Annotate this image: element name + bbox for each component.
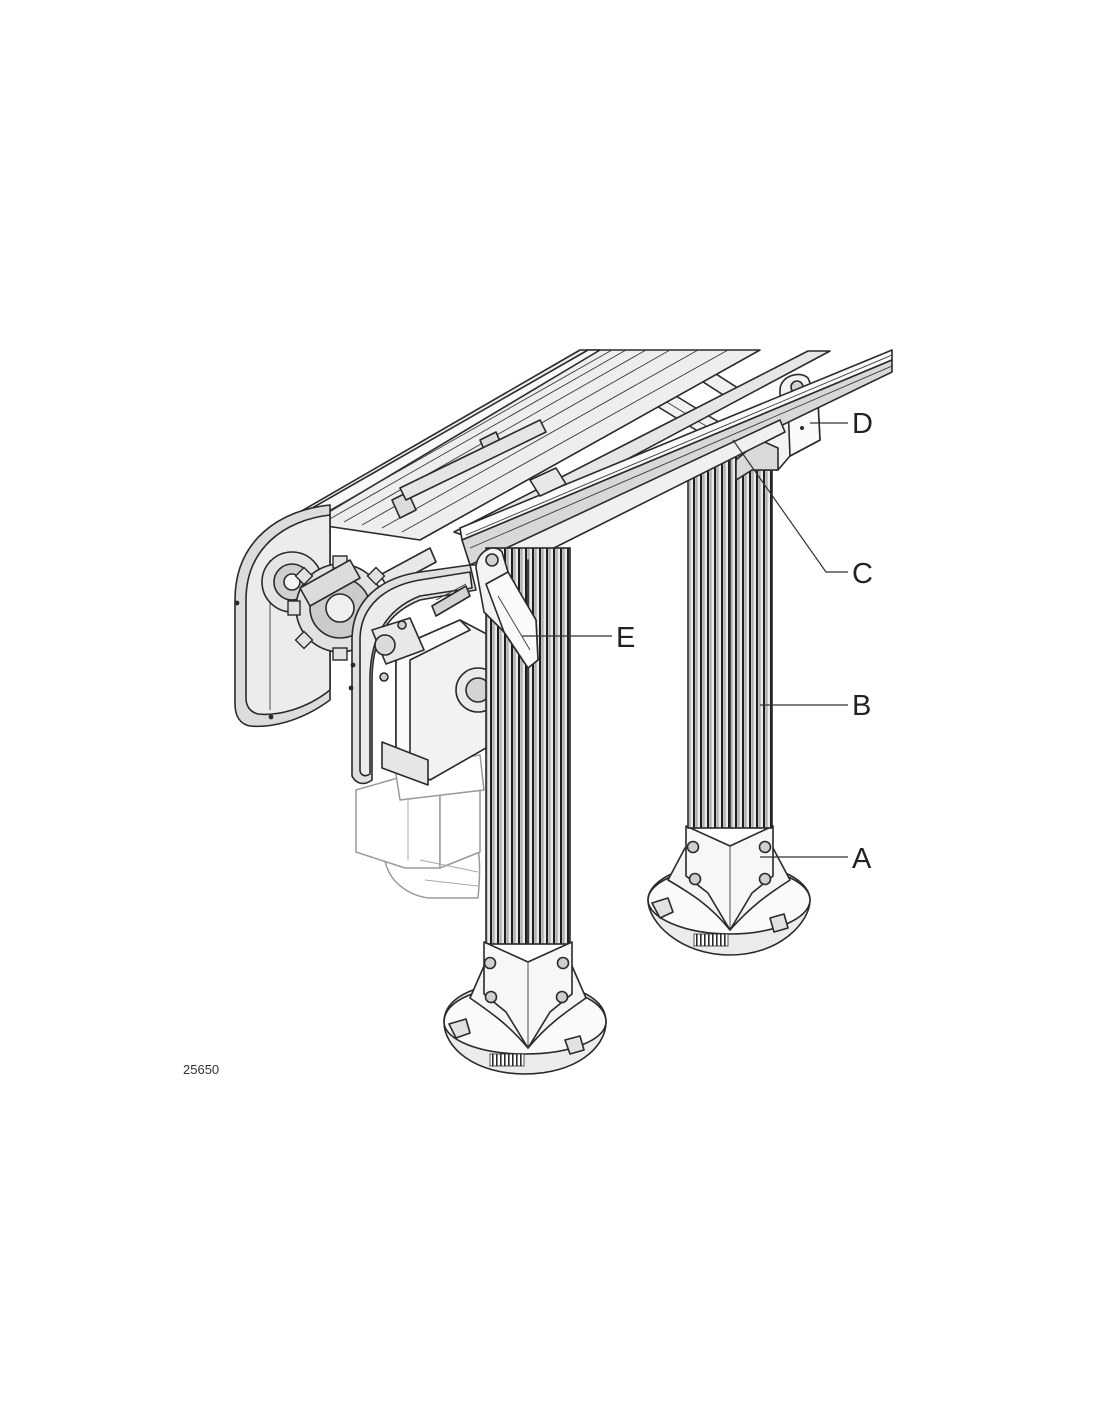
rear-column (647, 447, 811, 956)
tread-front (489, 1053, 525, 1067)
rear-frame-rails (285, 349, 761, 589)
bracket-e (475, 547, 539, 669)
figure-number: 25650 (183, 1062, 219, 1077)
leader-c (732, 439, 848, 573)
front-end-cover (348, 564, 477, 785)
tread-rear (693, 933, 729, 947)
callout-label-c: C (852, 558, 873, 590)
callout-label-a: A (852, 843, 872, 875)
gear-motor (355, 617, 501, 899)
callout-label-d: D (852, 408, 873, 440)
callout-leaders (522, 422, 848, 858)
callout-label-e: E (616, 622, 635, 654)
callout-label-b: B (852, 690, 871, 722)
